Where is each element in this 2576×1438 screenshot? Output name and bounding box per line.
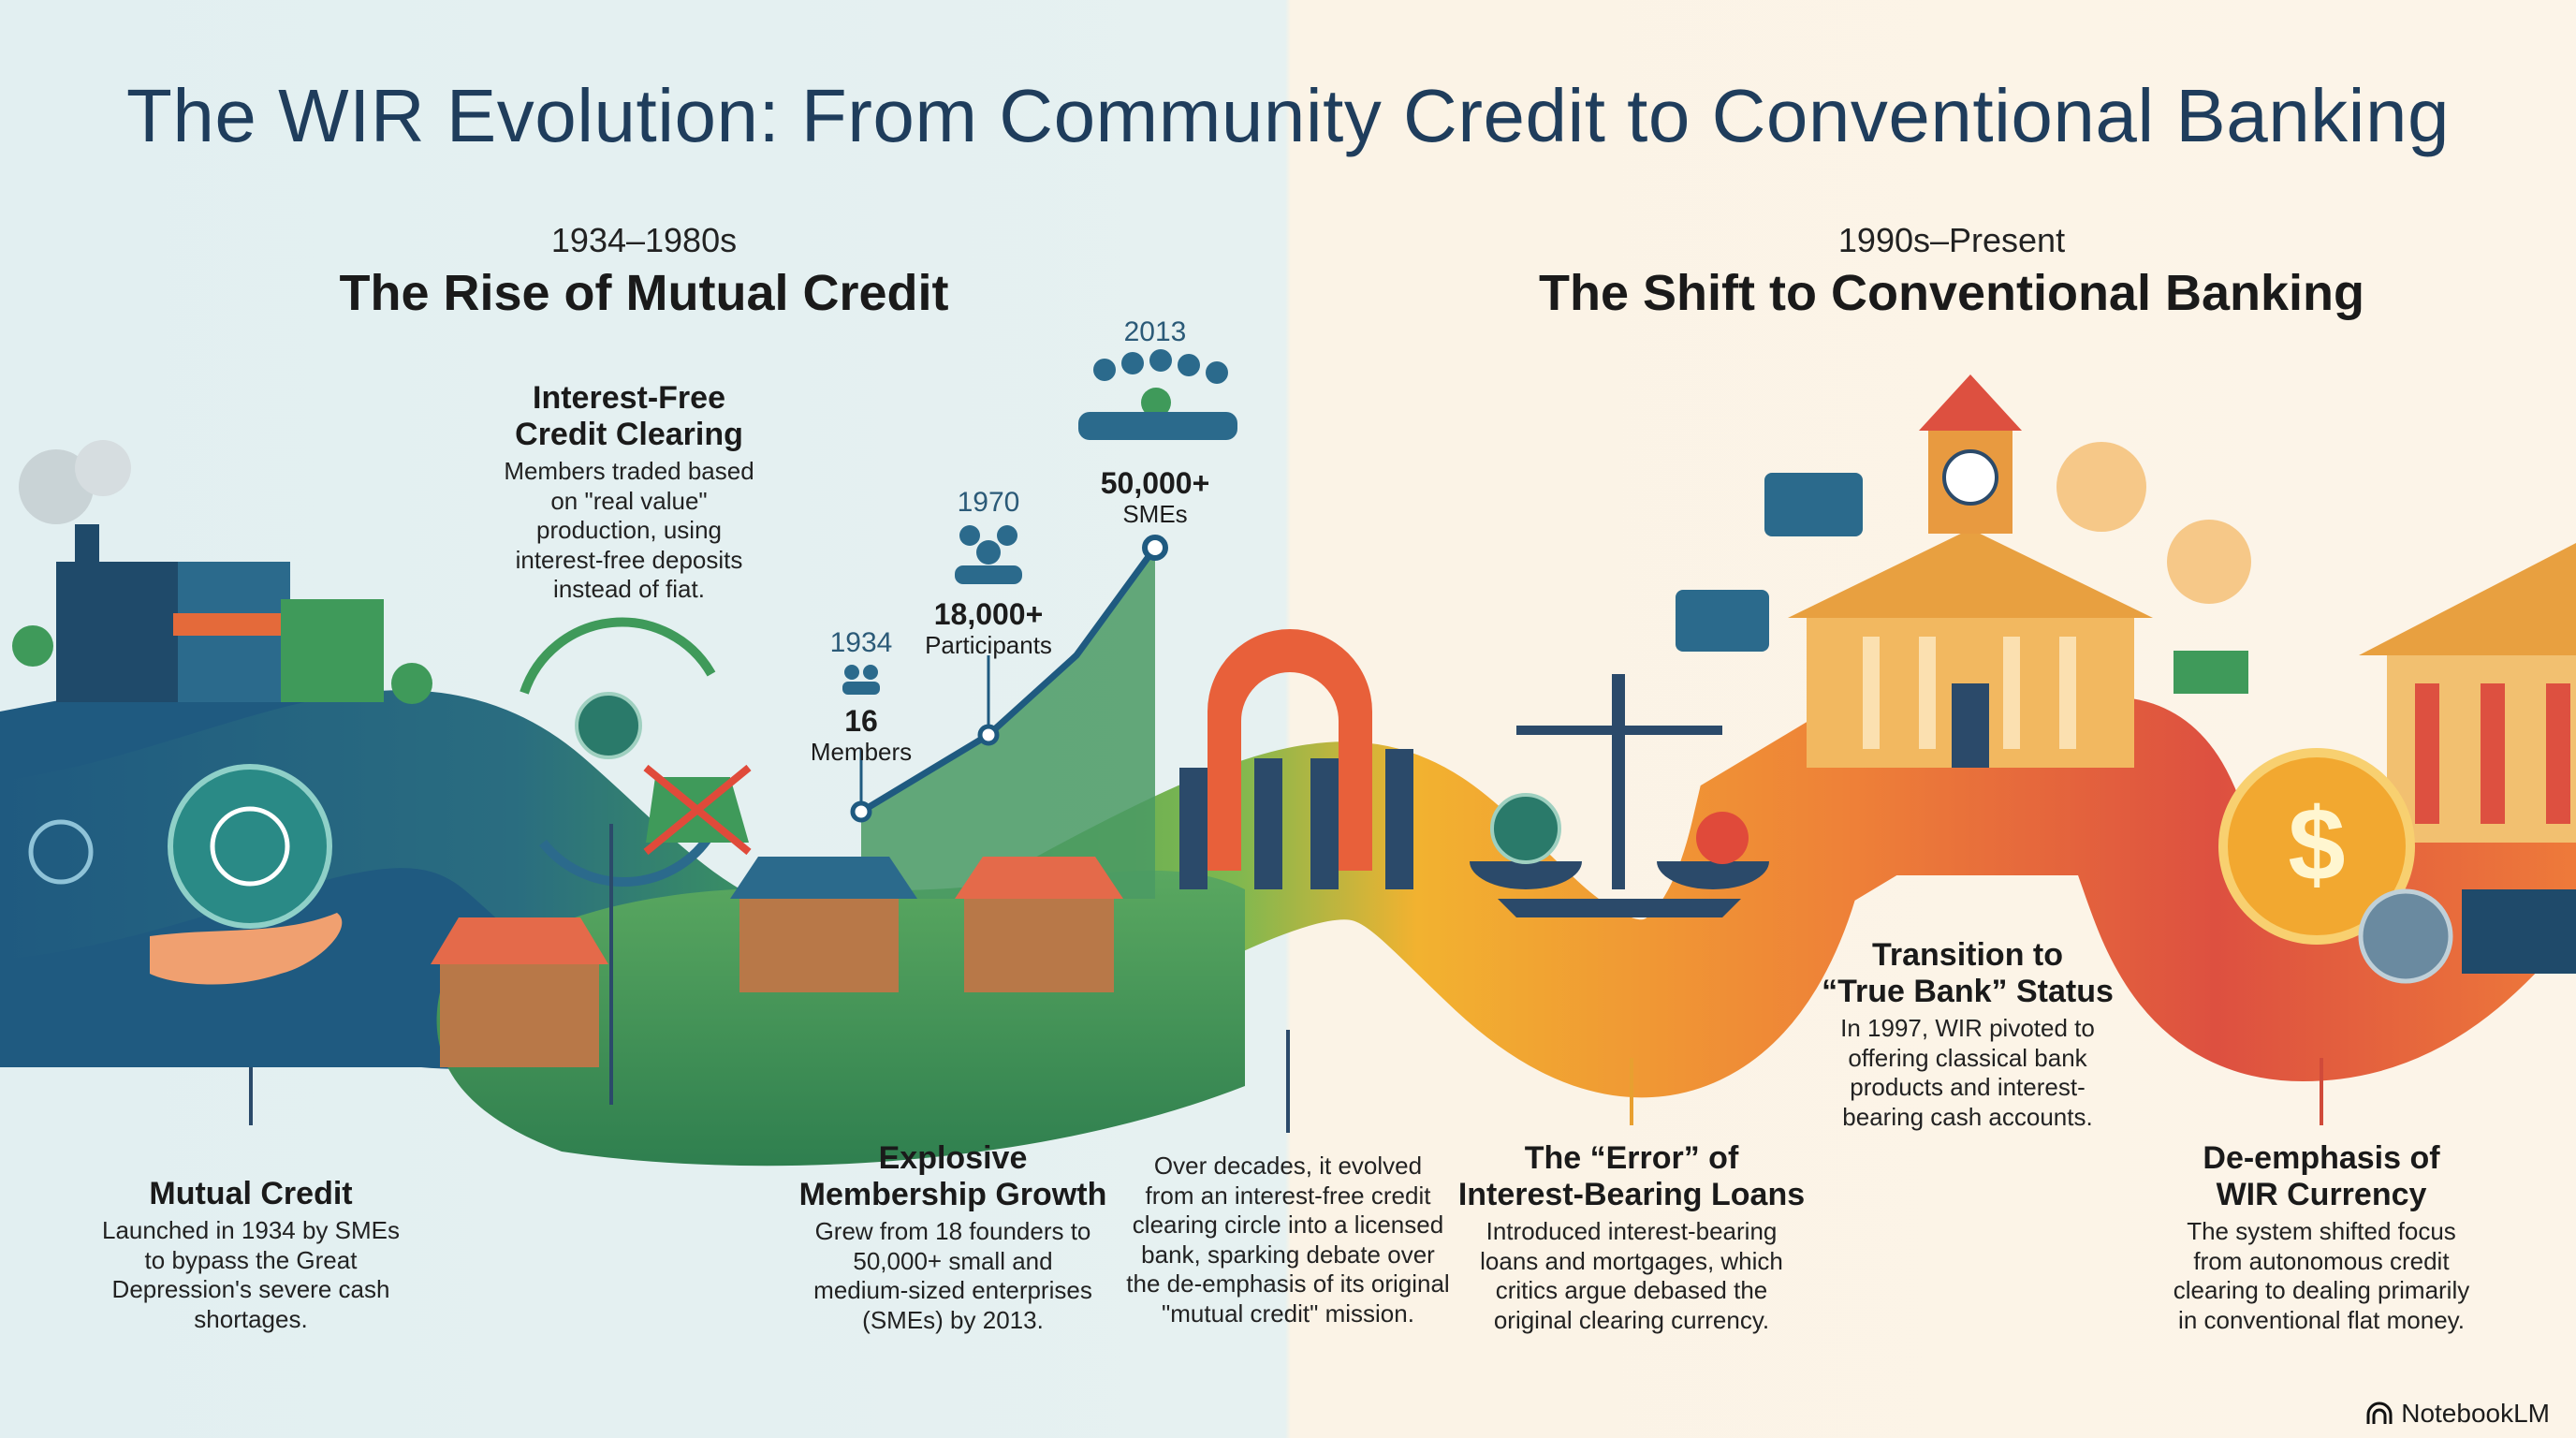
right-bank-icon	[2359, 543, 2576, 974]
card-body-line: Over decades, it evolved	[1153, 1152, 1423, 1180]
card-body-line: interest-free deposits	[515, 545, 743, 574]
growth-point-2013	[1142, 535, 1168, 561]
card-membership-growth: Explosive Membership Growth Grew from 18…	[799, 1140, 1107, 1335]
handshake-people	[1179, 749, 1413, 889]
card-body-line: on "real value"	[550, 486, 708, 515]
bank-building-icon	[1788, 374, 2153, 768]
people-icon-1934	[842, 665, 880, 695]
notebooklm-watermark: NotebookLM	[2365, 1399, 2550, 1429]
hand-icon	[150, 913, 343, 985]
card-body-line: "mutual credit" mission.	[1162, 1299, 1414, 1328]
people-icon-1970	[955, 525, 1022, 584]
people-icon-2013	[1078, 349, 1237, 440]
card-title-line: Membership Growth	[798, 1177, 1107, 1212]
card-body-line: In 1997, WIR pivoted to	[1840, 1014, 2095, 1042]
connector-error	[1630, 1058, 1633, 1125]
card-title-line: Credit Clearing	[515, 417, 743, 452]
card-body-line: Introduced interest-bearing	[1486, 1217, 1778, 1245]
card-title-line: Transition to	[1872, 937, 2063, 973]
card-interest-loans: The “Error” of Interest-Bearing Loans In…	[1458, 1140, 1805, 1335]
card-body-line: products and interest-	[1850, 1073, 2086, 1101]
page-title: The WIR Evolution: From Community Credit…	[126, 74, 2450, 157]
card-body-line: critics argue debased the	[1495, 1276, 1768, 1304]
notebooklm-logo-icon	[2366, 1401, 2393, 1424]
card-title-line: “True Bank” Status	[1822, 974, 2114, 1009]
growth-label-1970: Participants	[925, 631, 1052, 659]
network-icon	[28, 764, 332, 929]
left-era-heading: The Rise of Mutual Credit	[339, 265, 949, 321]
card-body-line: instead of fiat.	[553, 575, 705, 603]
left-era-period: 1934–1980s	[550, 221, 738, 259]
growth-value-2013: 50,000+	[1100, 466, 1210, 500]
card-body-line: bearing cash accounts.	[1842, 1102, 2093, 1131]
growth-value-1934: 16	[844, 704, 878, 738]
card-body-line: offering classical bank	[1848, 1043, 2087, 1072]
card-body-line: shortages.	[194, 1304, 308, 1333]
town-illustration	[12, 440, 432, 704]
growth-point-1934	[850, 800, 872, 823]
arch	[1208, 629, 1372, 871]
card-title-line: Interest-Free	[533, 380, 725, 416]
card-title-line: De-emphasis of	[2203, 1140, 2440, 1176]
card-body-line: Launched in 1934 by SMEs	[102, 1216, 400, 1244]
growth-year-1970: 1970	[957, 487, 1020, 518]
timeline-road	[0, 690, 2576, 1098]
clearing-cycle-icon	[520, 617, 716, 888]
right-era-period: 1990s–Present	[1837, 221, 2066, 259]
growth-point-1970	[977, 724, 1000, 746]
wir-coin-faded-icon	[2358, 888, 2453, 984]
card-body-line: from an interest-free credit	[1145, 1181, 1431, 1210]
dollar-coin-icon	[2218, 748, 2415, 945]
growth-area	[861, 548, 1155, 899]
card-body-line: Members traded based	[504, 457, 754, 485]
growth-year-1934: 1934	[829, 627, 893, 658]
floating-icons	[1676, 442, 2251, 694]
connector-evolution	[1286, 1030, 1290, 1133]
card-clearing: Interest-Free Credit Clearing Members tr…	[504, 380, 754, 605]
card-title-line: The “Error” of	[1524, 1140, 1739, 1176]
growth-line	[859, 545, 1158, 814]
card-body-line: The system shifted focus	[2187, 1217, 2456, 1245]
card-body-line: to bypass the Great	[144, 1245, 358, 1274]
card-title-line: Interest-Bearing Loans	[1457, 1177, 1806, 1212]
card-body-line: production, using	[535, 516, 723, 544]
card-title-line: WIR Currency	[2216, 1177, 2427, 1212]
card-body-line: Grew from 18 founders to	[814, 1217, 1091, 1245]
growth-value-1970: 18,000+	[933, 597, 1044, 631]
balance-scale-icon	[1470, 674, 1769, 917]
connector-deemphasis	[2320, 1058, 2323, 1125]
card-evolution: Over decades, it evolved from an interes…	[1126, 1152, 1449, 1328]
card-body-line: original clearing currency.	[1493, 1305, 1770, 1334]
card-body-line: in conventional flat money.	[2178, 1305, 2465, 1334]
connector-mutual	[249, 1067, 253, 1125]
card-title-line: Explosive	[878, 1140, 1028, 1176]
right-era-heading: The Shift to Conventional Banking	[1539, 265, 2364, 321]
growth-label-1934: Members	[810, 738, 913, 766]
card-title-line: Mutual Credit	[149, 1176, 353, 1211]
card-body-line: the de-emphasis of its original	[1126, 1269, 1450, 1298]
card-body-line: bank, sparking debate over	[1141, 1240, 1435, 1269]
card-true-bank: Transition to “True Bank” Status In 1997…	[1822, 937, 2114, 1132]
card-body-line: medium-sized enterprises	[813, 1276, 1092, 1304]
card-body-line: 50,000+ small and	[853, 1246, 1053, 1275]
card-body-line: loans and mortgages, which	[1480, 1246, 1783, 1275]
connector-clearing	[609, 824, 613, 1105]
card-body-line: clearing circle into a licensed	[1132, 1211, 1444, 1239]
card-mutual-credit: Mutual Credit Launched in 1934 by SMEs t…	[102, 1176, 400, 1334]
card-body-line: Depression's severe cash	[111, 1275, 390, 1303]
market-stalls	[431, 857, 1123, 1067]
growth-year-2013: 2013	[1123, 316, 1187, 347]
brand-label: NotebookLM	[2401, 1399, 2550, 1428]
card-body-line: (SMEs) by 2013.	[862, 1305, 1044, 1334]
growth-label-2013: SMEs	[1122, 500, 1188, 528]
card-body-line: from autonomous credit	[2193, 1246, 2450, 1275]
card-body-line: clearing to dealing primarily	[2173, 1276, 2470, 1304]
wir-coin-icon	[575, 692, 642, 759]
dollar-symbol: $	[2288, 787, 2345, 902]
card-deemphasis: De-emphasis of WIR Currency The system s…	[2174, 1140, 2469, 1335]
